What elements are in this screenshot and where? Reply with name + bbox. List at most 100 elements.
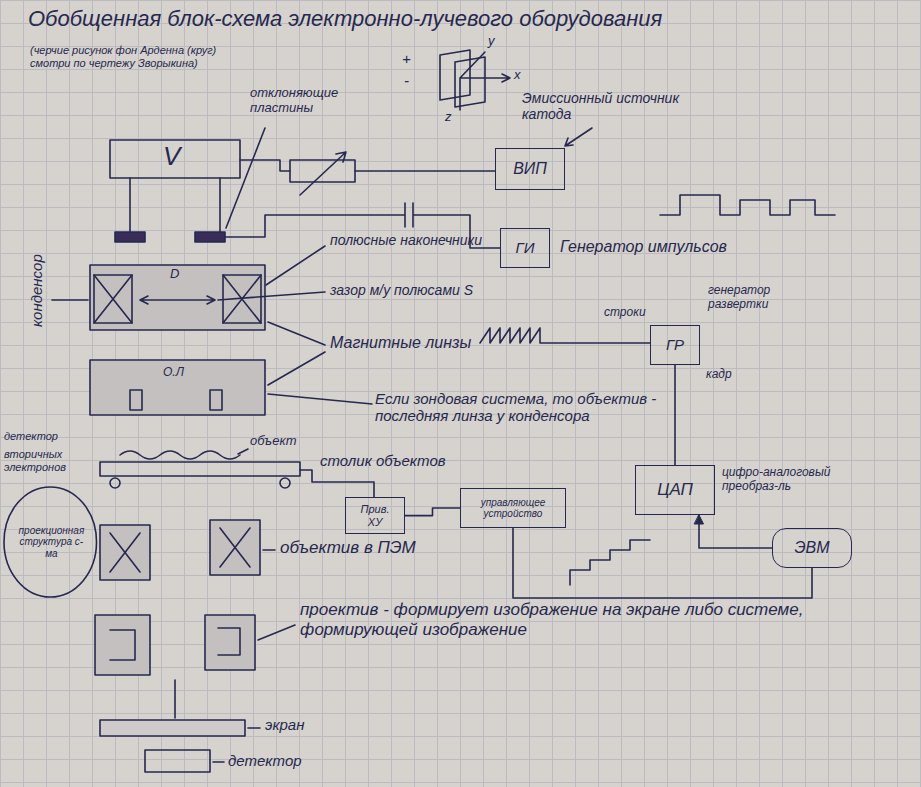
leader-line xyxy=(263,549,275,551)
process-box: управляющее устройство xyxy=(460,488,566,528)
coil-cross xyxy=(110,533,140,572)
node-text: ЦАП xyxy=(657,480,693,500)
stage-wheel xyxy=(280,478,290,488)
note-label: Магнитные линзы xyxy=(330,334,471,352)
node-label: ЦАП xyxy=(657,480,693,500)
ellipse-node: проекционная структура с-ма xyxy=(3,486,98,598)
arrowhead xyxy=(695,515,704,524)
coil-cross xyxy=(220,528,250,567)
process-box: ГР xyxy=(650,325,700,365)
stage-wheel xyxy=(110,478,120,488)
note-label: строки xyxy=(604,306,646,320)
axes xyxy=(460,52,510,110)
electron-gun xyxy=(110,140,240,178)
note-label: отклоняющие пластины xyxy=(250,86,370,116)
ellipse-shape xyxy=(4,487,97,597)
note-label: объект xyxy=(250,434,297,449)
node-label: ВИП xyxy=(513,160,547,178)
pole-piece xyxy=(130,390,142,410)
deflection-plate xyxy=(115,232,145,242)
note-label: вторичных электронов xyxy=(4,448,84,473)
beam-line xyxy=(174,680,176,718)
node-label: Прив. ХУ xyxy=(352,503,398,528)
node-text: Прив. ХУ xyxy=(352,503,398,528)
connector-group xyxy=(695,515,773,548)
note-label: Эмиссионный источник катода xyxy=(522,90,722,122)
note-label: конденсор xyxy=(28,254,45,327)
drive-wire xyxy=(300,470,374,497)
detector xyxy=(145,750,210,772)
note-label: О.Л xyxy=(163,366,184,380)
note-label: зазор м/у полюсами S xyxy=(330,282,473,298)
leader-line xyxy=(248,727,260,729)
note-label: детектор xyxy=(228,752,302,769)
supply-wire xyxy=(240,160,495,171)
connector-group xyxy=(405,508,460,516)
note-label: Генератор импульсов xyxy=(560,238,727,256)
pole-piece xyxy=(210,390,222,410)
note-label: Если зондовая система, то объектив - пос… xyxy=(375,390,660,425)
lens-coil xyxy=(94,275,132,323)
connector xyxy=(674,365,676,465)
leader-line xyxy=(258,625,295,640)
note-label: проектив - формирует изображение на экра… xyxy=(300,600,860,639)
projective-lens xyxy=(205,615,255,670)
object xyxy=(120,451,240,459)
process-box: ВИП xyxy=(495,148,565,190)
node-label: ГИ xyxy=(516,239,535,256)
leader-line xyxy=(268,394,372,404)
note-label: столик объектов xyxy=(320,452,446,469)
coil-cross xyxy=(94,275,132,323)
note-label: y xyxy=(488,34,495,49)
note-label: (черчие рисунок фон Арденна (круг) смотр… xyxy=(30,44,235,69)
note-label: - xyxy=(404,72,409,89)
objective-coil xyxy=(210,520,260,575)
connector-group xyxy=(675,365,676,465)
connector xyxy=(699,515,772,548)
note-label: V xyxy=(163,142,180,172)
screen xyxy=(100,720,245,736)
note-label: объектив в ПЭМ xyxy=(280,538,416,558)
node-label: управляющее устройство xyxy=(467,497,559,520)
note-label: x xyxy=(514,68,521,83)
note-label: цифро-аналоговый преобраз-ль xyxy=(722,466,847,494)
process-box: ЦАП xyxy=(635,465,715,515)
process-box: Прив. ХУ xyxy=(345,497,405,534)
sawtooth-signal xyxy=(480,328,650,343)
node-text: ЭВМ xyxy=(794,539,829,557)
note-label: экран xyxy=(265,716,304,733)
note-label: полюсные наконечники xyxy=(330,232,505,248)
node-label: ЭВМ xyxy=(794,539,829,557)
process-box: ГИ xyxy=(500,228,550,268)
note-label: + xyxy=(402,50,411,67)
connector-group xyxy=(513,528,812,598)
staircase-signal xyxy=(570,540,650,585)
note-label: генератор развертки xyxy=(708,284,818,312)
projective-lens xyxy=(95,615,150,675)
node-label: проекционная структура с-ма xyxy=(19,525,85,560)
pulse-waveform xyxy=(660,195,835,215)
leader-arrow xyxy=(565,128,592,146)
node-text: ГР xyxy=(666,336,684,353)
process-box: ЭВМ xyxy=(772,528,852,568)
leader-line xyxy=(52,299,88,301)
resistor-symbol xyxy=(290,160,355,182)
bore-arrow xyxy=(140,296,215,304)
variable-arrow xyxy=(300,152,346,195)
node-text: управляющее устройство xyxy=(467,497,559,520)
diagram-title: Обобщенная блок-схема электронно-лучевог… xyxy=(28,6,662,31)
note-label: детектор xyxy=(4,430,58,443)
note-label: z xyxy=(445,110,452,125)
object-stage xyxy=(100,462,300,476)
objective-lens xyxy=(90,360,265,415)
leader-line xyxy=(226,128,265,228)
leader-line xyxy=(238,449,248,454)
connector xyxy=(405,508,460,516)
note-label: D xyxy=(170,267,179,282)
note-label: кадр xyxy=(706,368,732,382)
objective-coil xyxy=(100,525,150,580)
connector xyxy=(513,528,812,598)
node-text: ВИП xyxy=(513,160,547,178)
gun-lead xyxy=(130,178,220,232)
